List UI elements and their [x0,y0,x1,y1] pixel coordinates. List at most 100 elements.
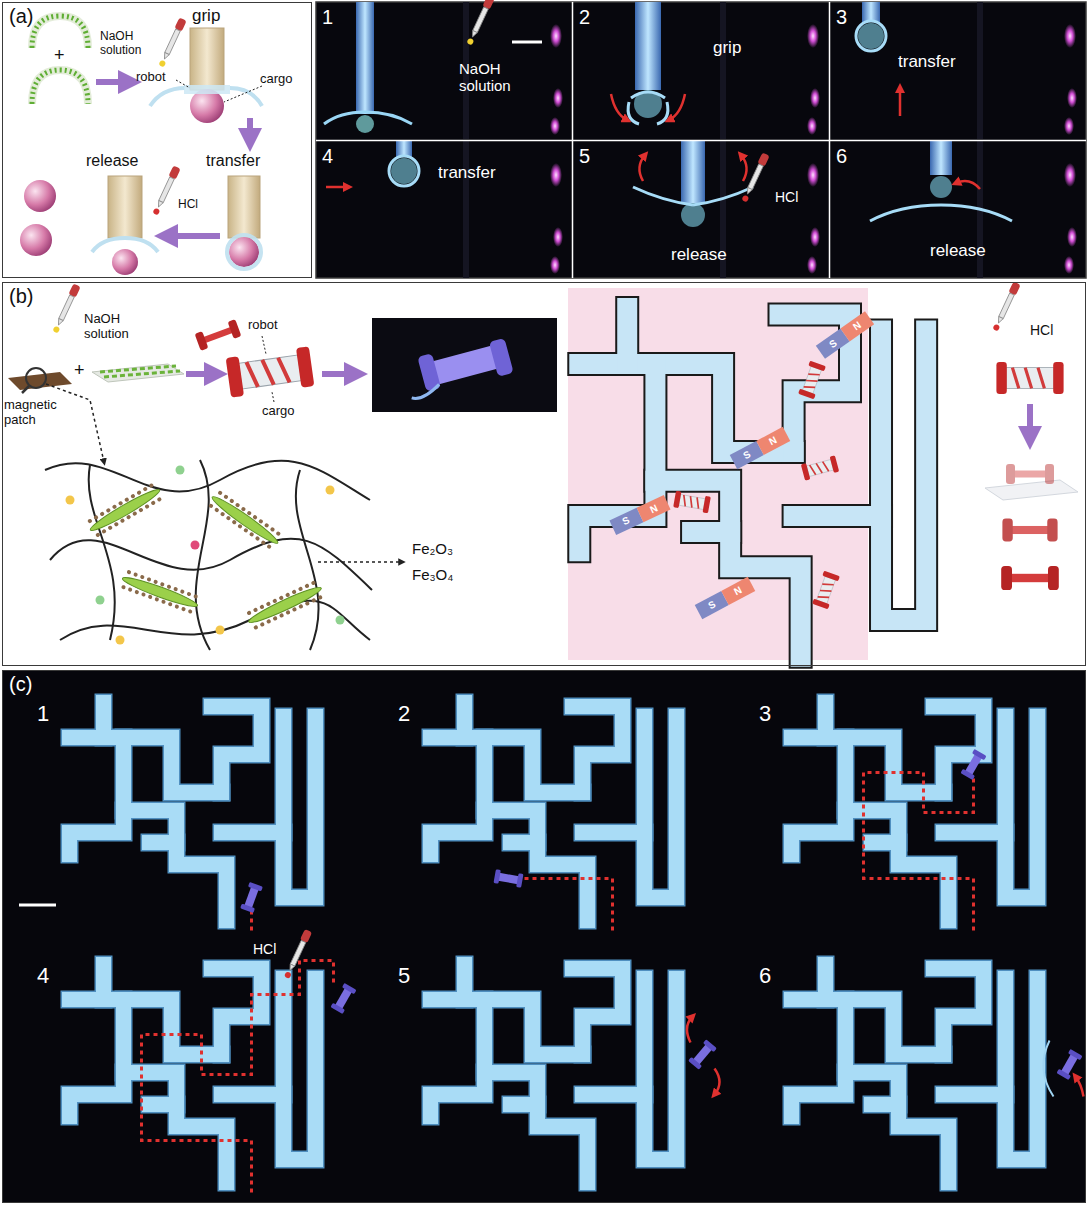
maze-photo-panel-part [792,703,1038,931]
photo-strip-part-part-part [744,152,770,195]
grip-schematic-part [176,80,190,88]
network-illustration-part [296,470,319,650]
photo-tile: 5HClrelease [573,141,829,278]
fabrication-schematic-part [262,336,266,354]
network-illustration-part [96,596,105,605]
maze-photo-panel-part-part [864,773,974,931]
reagent-label: HCl [1030,322,1053,338]
network-illustration-part [50,539,372,590]
grip-schematic-part [166,233,220,239]
maze-photo-panel-part-part-part [960,749,986,780]
network-illustration-part [336,616,345,625]
maze-schematic-part-part [721,577,755,605]
panel-frame: (c)1234HCl56 [2,670,1086,1203]
maze-schematic-part [673,491,711,514]
network-illustration-part [120,571,201,613]
release-schematic-part [996,362,1063,394]
network-illustration-part [196,460,210,650]
photo-tile: 6release [830,141,1086,278]
network-illustration-part [89,465,115,640]
step-number: 4 [322,145,333,168]
panel-label: (c) [9,673,32,696]
photo-strip-part [572,2,574,278]
network-illustration-part [116,636,125,645]
grip-schematic-part-part [152,208,160,216]
photo-strip-part-part [681,203,705,227]
fabrication-schematic-part-part [55,283,81,326]
network-illustration-part [216,626,225,635]
panel-label: (b) [9,285,33,308]
step-caption: transfer [898,52,956,72]
step-number: 1 [37,701,49,726]
step-number: 6 [759,963,771,988]
maze-schematic-part [812,571,840,610]
fabrication-schematic-part [402,334,514,400]
fabrication-schematic-part [272,392,274,402]
network-illustration-part-part [209,493,280,547]
fabrication-schematic-part [22,386,29,393]
maze-photo-panel-part-part [715,1069,720,1095]
grip-schematic-part [190,28,224,90]
step-caption: release [930,241,986,261]
maze-photo-panel-part-part [525,879,613,931]
maze-photo-panel-part [431,965,720,1183]
network-illustration-part [66,496,75,505]
step-number: 5 [398,963,410,988]
network-illustration-part-part [256,597,321,627]
grip-schematic-part [32,70,88,104]
panel-label: (a) [9,5,33,28]
maze-photo-panel-part-part-part [688,1039,717,1069]
photo-strip-part-part [723,141,820,278]
grip-schematic-part [32,16,88,48]
photo-strip-part-part [611,94,627,120]
photo-strip-part-part [740,152,769,203]
step-caption: release [86,152,138,170]
fabrication-schematic-part-part [195,319,242,351]
part-label: robot [136,70,166,85]
photo-strip-part [856,2,1077,139]
photo-strip-part-part [639,155,645,181]
network-illustration-part-part [247,584,324,627]
maze-photo-panel-part [70,703,316,931]
photo-strip-part-part [856,21,886,51]
photo-strip-part [316,140,1086,142]
maze-schematic-part-part [801,455,839,480]
release-schematic-part [1027,404,1033,438]
reagent-label: NaOH solution [84,312,146,342]
photo-tile: 1NaOH solution [316,2,572,139]
material-label: Fe₃O₄ [412,566,453,583]
maze-photo-panel-part-part [1076,1077,1084,1097]
panel-frame: (a) [2,2,312,278]
step-number: 4 [37,963,49,988]
release-schematic-part-part [1002,519,1057,542]
photo-strip [316,0,1086,278]
fabrication-schematic-part [226,346,315,397]
grip-schematic-part [229,237,259,267]
maze-photo-panel-part [431,703,677,931]
photo-strip-part-part [326,186,348,189]
photo-strip-part-part-part [741,195,749,203]
maze-frame: 5 [364,939,724,1199]
maze-schematic-part-part [756,427,790,455]
photo-strip-part-part [681,141,705,203]
release-schematic-part [1001,566,1059,590]
fabrication-schematic-part [104,371,180,377]
maze-photo-panel-part-part [1043,1041,1053,1097]
maze-photo-panel-part-part-part [240,882,263,913]
fabrication-schematic-part [46,384,104,462]
maze-photo-panel-part [19,904,56,907]
fabrication-schematic-part [92,364,184,382]
photo-strip-part-part [741,155,747,181]
grip-schematic-part [151,165,180,216]
photo-strip-part-part [956,181,980,189]
fabrication-schematic-part-part [226,346,315,397]
release-schematic-part-part [1001,566,1059,590]
photo-strip-part-part [930,176,952,198]
maze-photo-panel-part-part [493,869,523,888]
maze-photo-panel-part-part [240,882,263,913]
network-illustration-part [191,541,200,550]
photo-strip-part [316,2,1086,278]
fabrication-schematic-part-part [410,384,441,399]
fabrication-schematic [8,283,557,462]
photo-tile: 3transfer [830,2,1086,139]
